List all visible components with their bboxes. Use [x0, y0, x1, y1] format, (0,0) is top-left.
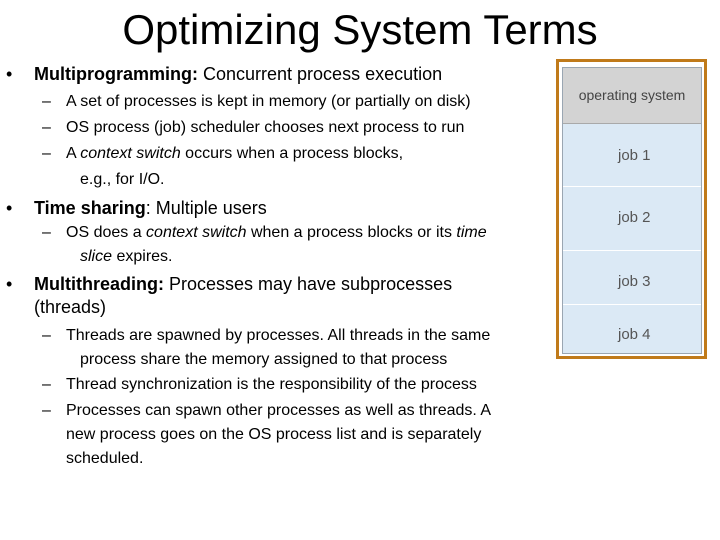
sub-bullet-marker: –: [42, 145, 51, 162]
sub-bullet-threads: Threads are spawned by processes. All th…: [66, 327, 491, 344]
sub-bullet-continuation: e.g., for I/O.: [80, 171, 165, 188]
sub-bullet-marker: –: [42, 224, 51, 241]
sub-bullet-marker: –: [42, 376, 51, 393]
emphasis-context-switch: context switch: [80, 145, 181, 162]
job-divider: [563, 186, 701, 187]
emphasis-context-switch: context switch: [146, 224, 247, 241]
bullet-text: Processes may have subprocesses: [163, 274, 453, 294]
term-time-sharing: Time sharing: [34, 198, 146, 218]
bullet-multiprogramming: Multiprogramming: Concurrent process exe…: [34, 63, 442, 85]
bullet-time-sharing: Time sharing: Multiple users: [34, 197, 267, 219]
emphasis-slice: slice: [80, 248, 113, 265]
sub-bullet-marker: –: [42, 402, 51, 419]
sub-bullet-marker: –: [42, 93, 51, 110]
sub-bullet-continuation: scheduled.: [66, 450, 144, 467]
job-divider: [563, 304, 701, 305]
job-divider: [563, 250, 701, 251]
bullet-marker: •: [6, 274, 13, 294]
job-1-label: job 1: [618, 147, 651, 164]
bullet-text: : Multiple users: [145, 198, 267, 218]
memory-diagram: operating system job 1 job 2 job 3 job 4: [562, 67, 702, 354]
bullet-marker: •: [6, 198, 13, 218]
text-run: when a process blocks or its: [246, 224, 457, 241]
slide-title: Optimizing System Terms: [122, 6, 598, 53]
sub-bullet-sync: Thread synchronization is the responsibi…: [66, 376, 477, 393]
sub-bullet-time-slice: OS does a context switch when a process …: [66, 220, 487, 246]
bullet-multithreading: Multithreading: Processes may have subpr…: [34, 273, 452, 295]
sub-bullet-marker: –: [42, 119, 51, 136]
job-3-label: job 3: [618, 273, 651, 290]
bullet-continuation: (threads): [34, 297, 107, 317]
term-multiprogramming: Multiprogramming:: [34, 64, 198, 84]
job-2-label: job 2: [618, 209, 651, 226]
text-run: occurs when a process blocks,: [180, 145, 404, 162]
bullet-marker: •: [6, 64, 13, 84]
operating-system-block: operating system: [563, 68, 701, 124]
sub-bullet-scheduler: OS process (job) scheduler chooses next …: [66, 119, 465, 136]
text-run: expires.: [112, 248, 173, 265]
job-4-label: job 4: [618, 326, 651, 343]
text-run: A: [66, 145, 81, 162]
sub-bullet-marker: –: [42, 327, 51, 344]
emphasis-time: time: [456, 224, 487, 241]
sub-bullet-continuation: slice expires.: [80, 244, 172, 270]
bullet-text: Concurrent process execution: [198, 64, 443, 84]
sub-bullet-spawn: Processes can spawn other processes as w…: [66, 402, 492, 419]
sub-bullet-continuation: new process goes on the OS process list …: [66, 426, 482, 443]
term-multithreading: Multithreading:: [34, 274, 164, 294]
sub-bullet-memory: A set of processes is kept in memory (or…: [66, 93, 471, 110]
sub-bullet-continuation: process share the memory assigned to tha…: [80, 351, 448, 368]
operating-system-label: operating system: [578, 87, 686, 103]
text-run: OS does a: [66, 224, 147, 241]
sub-bullet-context-switch: A context switch occurs when a process b…: [66, 141, 403, 167]
